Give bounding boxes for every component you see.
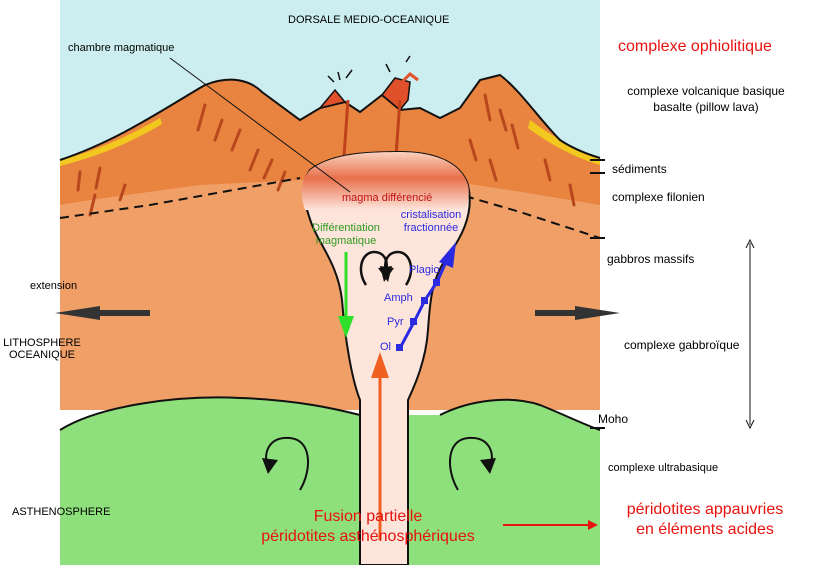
mantle-convection-left-head [262,458,278,474]
differentiation-line1: Différentiation [312,222,380,234]
ol-label: Ol [380,341,391,353]
right-ticks [590,159,605,429]
differentiated-magma-zone [301,152,469,210]
ophiolite-title: complexe ophiolitique [618,38,772,55]
volcanic-complex-line1: complexe volcanique basique [627,84,785,98]
crystallisation-arrowhead [439,242,456,268]
chamber-leader-line [169,57,351,193]
depleted-peridotites-label: péridotites appauvries en éléments acide… [605,500,805,540]
lithosphere-line1: LITHOSPHERE [3,337,81,349]
depleted-line2: en éléments acides [636,521,774,538]
mantle-convection-right-head [480,458,496,474]
ridge-title: DORSALE MEDIO-OCEANIQUE [288,14,450,26]
dike-complex-strokes [76,93,576,217]
lava-spurt [400,72,419,84]
point-plagio [433,279,440,286]
lava-flow-right [380,77,411,112]
ultrabasic-label: complexe ultrabasique [608,462,719,474]
massive-gabbros-label: gabbros massifs [607,252,695,266]
partial-melting-label: Fusion partielle péridotites asthénosphé… [232,507,504,547]
sediments-label: séd​iments [612,162,667,176]
magma-chamber-label: chambre magmatique [68,42,175,54]
convection-curl-right [384,250,413,286]
volcanic-layer [60,75,600,205]
eruption-marks-left [327,69,353,83]
differentiation-line2: magmatique [315,235,377,247]
mantle-convection-left [265,436,310,491]
gabbro-range-bottom [745,419,755,430]
seafloor-outline [59,73,601,161]
melt-ascent-arrowhead [371,352,389,378]
volcanic-complex-line2: basalte (pillow lava) [653,100,759,114]
mantle-convection-right [448,436,493,491]
gabbro-range-top [745,238,755,249]
extension-arrow-right [535,306,620,320]
lava-flow-left [317,88,347,110]
depleted-line1: péridotites appauvries [626,501,784,518]
differentiation-label: Différentiation magmatique [306,222,386,248]
moho-label: Moho [598,412,629,426]
extension-arrow-left [55,306,150,320]
partial-melting-line2: péridotites asthénosphériques [261,528,475,545]
pyr-label: Pyr [387,316,404,328]
differentiation-arrowhead [338,316,354,338]
amph-label: Amph [384,292,413,304]
extension-label: extension [30,280,78,292]
convection-curl-right-head [380,266,394,282]
crystallisation-line2: fractionnée [403,222,459,234]
gabbro-complex-label: complexe gabbroïque [624,338,740,352]
differentiated-magma-label: magma différencié [342,192,433,204]
dike-complex-label: complexe filonien [612,190,705,204]
lithosphere-label: LITHOSPHERE OCEANIQUE [2,337,82,361]
crystallisation-label: cristalisation fractionnée [392,209,470,235]
partial-melting-line1: Fusion partielle [313,508,423,525]
asthenosphere-label: ASTHENOSPHERE [12,506,111,518]
convection-curl-left [359,250,388,286]
sediments-left [60,118,162,166]
plagio-label: Plagio [409,264,440,276]
lithosphere-line2: OCEANIQUE [8,349,75,361]
eruption-marks-right [385,55,411,73]
point-amph [421,297,428,304]
point-ol [396,344,403,351]
moho-line [59,396,601,431]
crystallisation-line1: cristalisation [400,209,462,221]
point-pyr [410,318,417,325]
sheeted-dike-boundary [59,177,601,239]
volcanic-complex-label: complexe volcanique basique basalte (pil… [612,84,800,114]
